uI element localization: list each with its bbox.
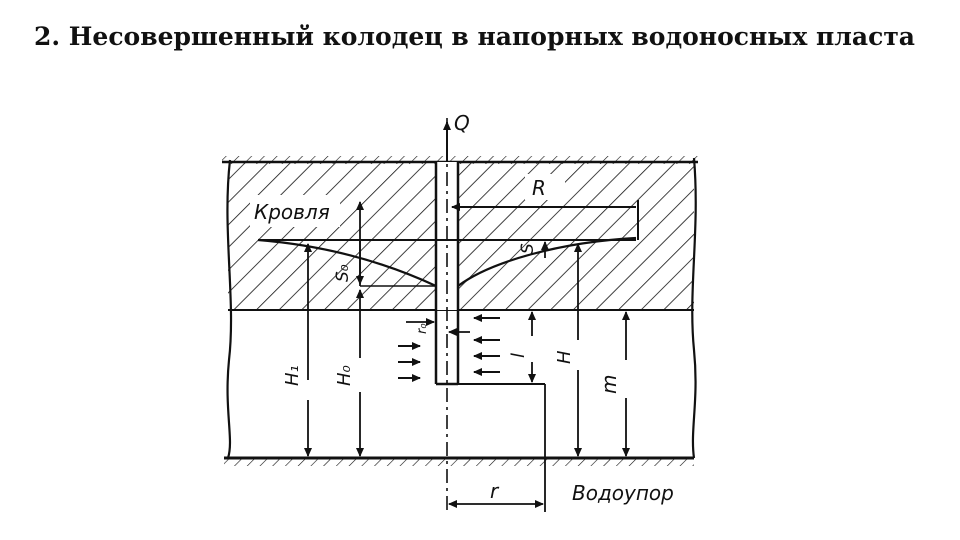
h0-label: H₀ [334,365,355,386]
roof-label: Кровля [254,200,330,224]
aquiclude-hatch [224,459,694,466]
left-boundary [226,159,233,459]
slide-title: 2. Несовершенный колодец в напорных водо… [34,22,916,51]
h-label: H [554,350,575,364]
s0-label: S₀ [333,264,353,282]
aquiclude-label: Водоупор [572,481,674,505]
h1-label: H₁ [282,365,303,386]
m-label: m [597,375,621,394]
r-label: R [532,176,546,200]
l-label: l [508,353,529,358]
r-distance-label: r [490,479,500,503]
ground-surface-band [222,156,698,164]
s-label: S [518,243,538,254]
confining-roof-layer [228,162,694,310]
depression-curve-left [257,238,437,287]
flow-label: Q [454,111,470,135]
right-boundary [691,157,697,459]
roof-label-mask [250,195,340,227]
r0-label: r₀ [415,323,430,334]
r-label-mask [525,174,565,200]
inflow-arrows-left [398,342,421,382]
depression-curve-right [457,236,637,287]
inflow-arrows-right [473,314,500,376]
